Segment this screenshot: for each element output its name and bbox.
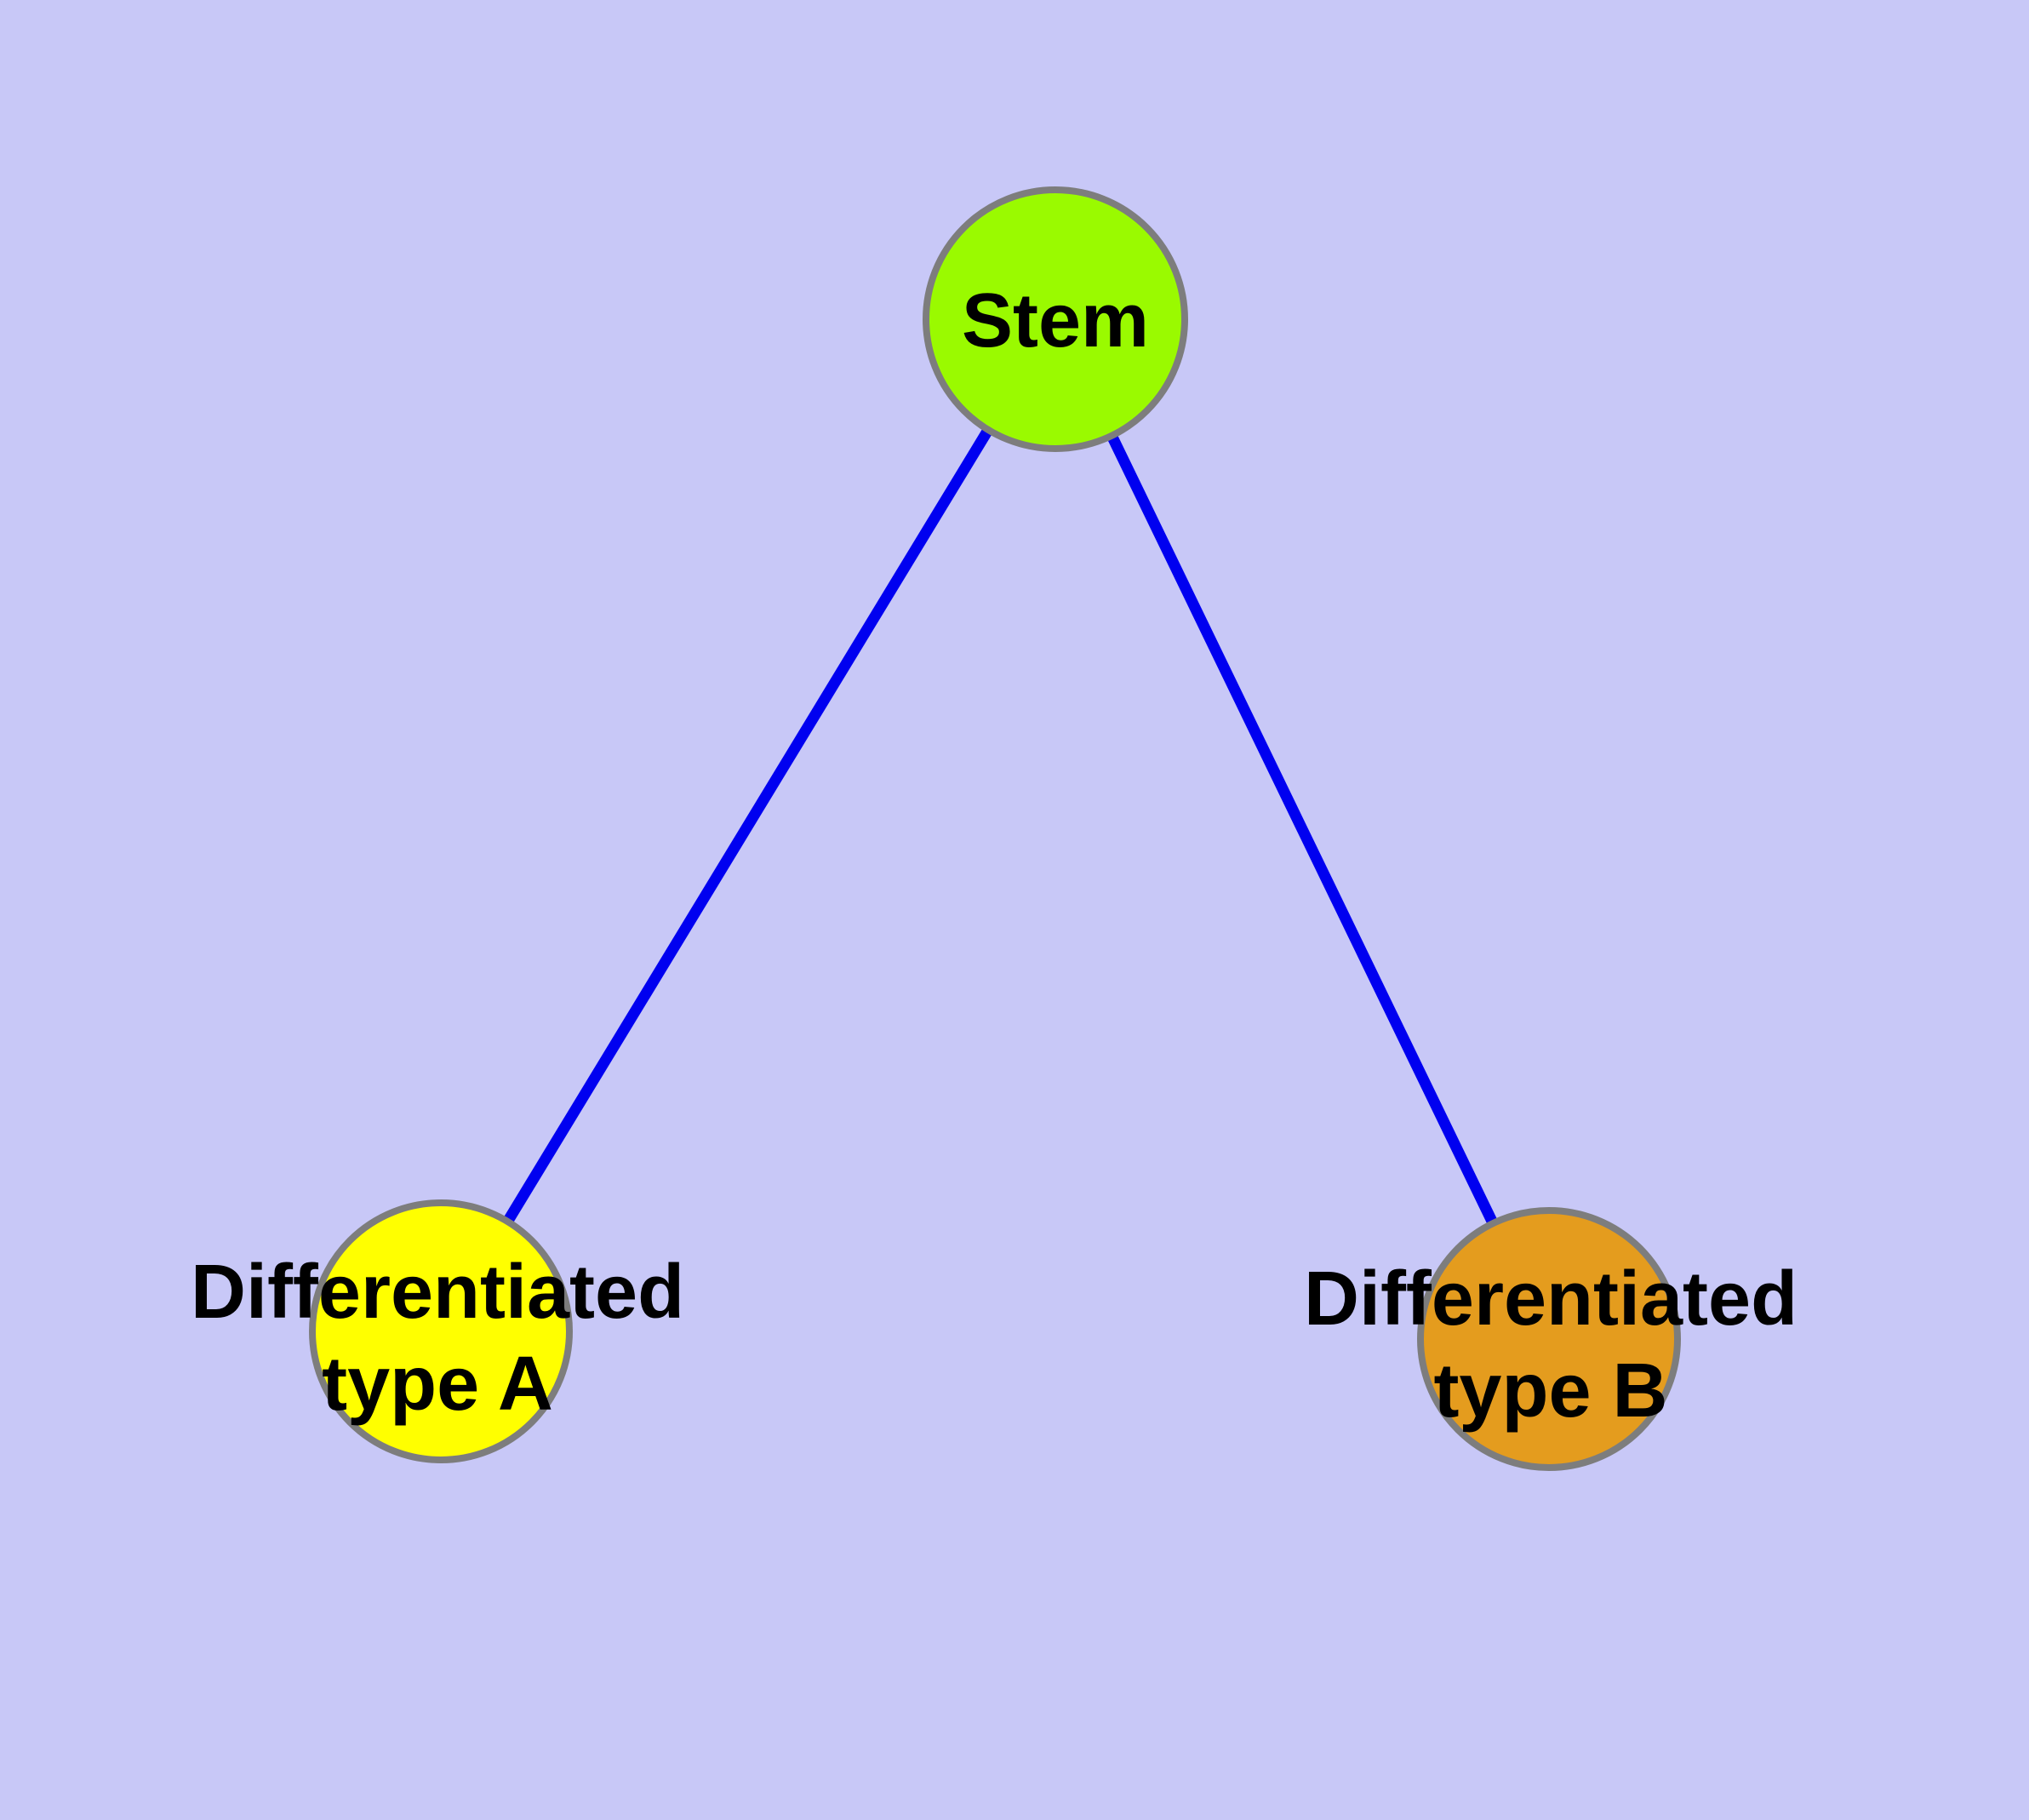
stem-node-label: Stem	[962, 275, 1149, 367]
type-a-node-label-line1: Differentiated	[190, 1250, 685, 1335]
stem-node-circle	[923, 186, 1188, 452]
type-a-node-label: Differentiated type A	[191, 1246, 684, 1430]
type-a-node-circle	[309, 1199, 573, 1463]
type-b-node-label-line1: Differentiated	[1303, 1256, 1798, 1342]
stem-node-label-text: Stem	[961, 278, 1150, 363]
edge-stem-to-type-b	[1050, 317, 1554, 1342]
type-b-node-label-line2: type B	[1433, 1348, 1668, 1434]
type-b-node-circle	[1417, 1207, 1681, 1471]
edge-stem-to-type-a	[436, 316, 1060, 1335]
type-a-node-label-line2: type A	[322, 1342, 553, 1427]
type-b-node-label: Differentiated type B	[1304, 1253, 1798, 1437]
